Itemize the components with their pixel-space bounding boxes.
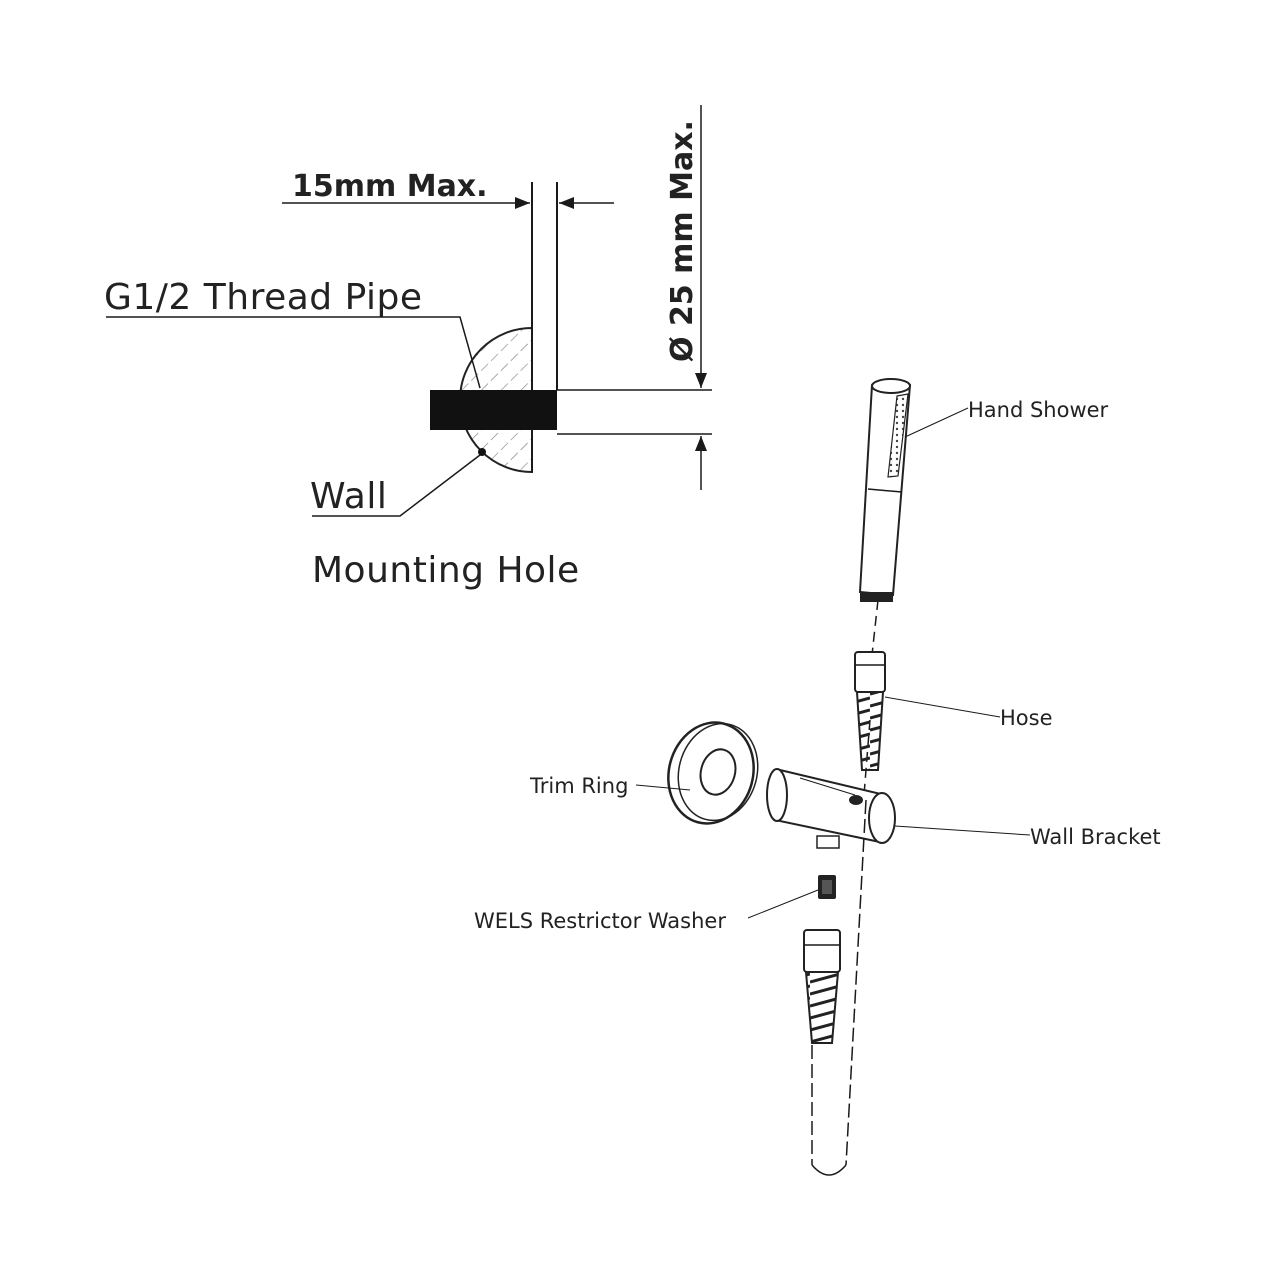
thread-pipe bbox=[430, 390, 557, 430]
wall-label: Wall bbox=[310, 476, 387, 517]
pipe-label: G1/2 Thread Pipe bbox=[104, 277, 423, 318]
washer-label: WELS Restrictor Washer bbox=[474, 909, 726, 933]
wall-bracket-label: Wall Bracket bbox=[1030, 825, 1161, 849]
hand-shower-label: Hand Shower bbox=[968, 398, 1109, 422]
mounting-hole-dot bbox=[478, 448, 486, 456]
mounting-hole-label: Mounting Hole bbox=[312, 550, 580, 591]
mounting-detail: 15mm Max. Ø 25 mm Max. G1/2 Thread Pipe … bbox=[104, 105, 712, 591]
hose-connector-top bbox=[854, 651, 886, 771]
trim-ring bbox=[667, 721, 759, 825]
hand-shower bbox=[858, 378, 912, 602]
exploded-view: Hand Shower Hose Trim Ring Wall Bracket … bbox=[474, 378, 1161, 1176]
dim-depth-label: 15mm Max. bbox=[292, 169, 488, 204]
hose-label: Hose bbox=[1000, 706, 1053, 730]
wall-bracket bbox=[766, 768, 896, 849]
hose-tube bbox=[811, 799, 867, 1176]
trim-ring-label: Trim Ring bbox=[529, 774, 628, 798]
dim-diameter-label: Ø 25 mm Max. bbox=[665, 120, 700, 362]
hose-connector-bottom bbox=[803, 929, 841, 1044]
